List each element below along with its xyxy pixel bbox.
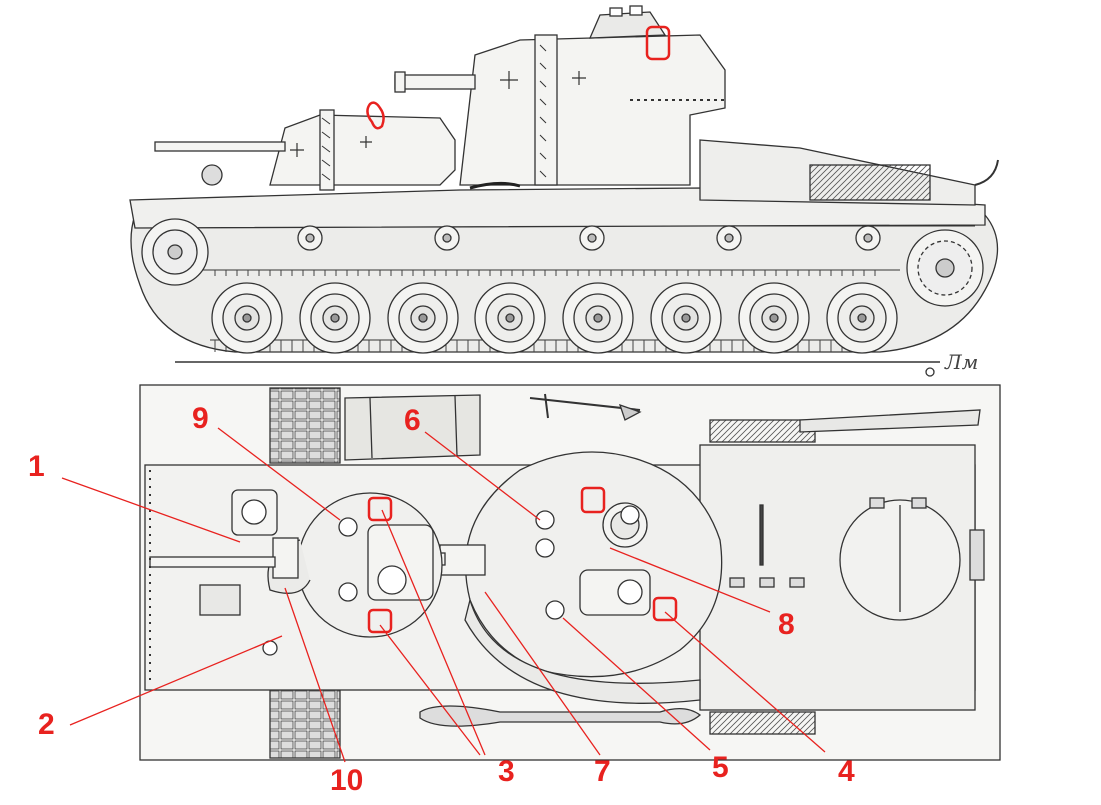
turret-handrail xyxy=(534,34,558,186)
top-view xyxy=(61,25,1001,763)
road-wheel xyxy=(299,282,371,354)
track-top-front xyxy=(269,387,341,464)
headlight xyxy=(201,164,223,186)
tarp-roll xyxy=(344,394,481,461)
return-roller xyxy=(716,225,742,251)
idler-wheel xyxy=(141,218,209,286)
highlight-markers xyxy=(366,25,678,634)
road-wheel xyxy=(474,282,546,354)
road-wheel xyxy=(211,282,283,354)
road-wheel xyxy=(387,282,459,354)
side-view xyxy=(129,5,999,377)
road-wheel xyxy=(738,282,810,354)
drive-sprocket xyxy=(906,229,984,307)
main-gun-barrel xyxy=(394,74,476,90)
callout-3: 3 xyxy=(498,755,515,788)
callout-4: 4 xyxy=(838,755,855,788)
road-wheel xyxy=(826,282,898,354)
callout-leaders xyxy=(61,427,826,763)
engine-grille xyxy=(809,164,931,201)
return-roller xyxy=(579,225,605,251)
return-rollers xyxy=(297,225,881,251)
front-gun-barrel xyxy=(154,141,286,152)
callout-5: 5 xyxy=(712,751,729,784)
return-roller xyxy=(855,225,881,251)
main-turret-top xyxy=(464,451,723,678)
callout-1: 1 xyxy=(28,450,45,483)
front-turret xyxy=(269,114,456,186)
signature-mark xyxy=(925,367,935,377)
callout-7: 7 xyxy=(594,755,611,788)
callout-8: 8 xyxy=(778,608,795,641)
callout-10: 10 xyxy=(330,764,364,797)
road-wheel xyxy=(562,282,634,354)
road-wheels xyxy=(211,282,898,354)
callout-6: 6 xyxy=(404,404,421,437)
callout-9: 9 xyxy=(192,402,209,435)
return-roller xyxy=(297,225,323,251)
track-bottom-front xyxy=(269,689,341,759)
author-signature: Лм xyxy=(945,350,979,374)
periscope xyxy=(609,7,623,17)
road-wheel xyxy=(650,282,722,354)
main-turret xyxy=(459,34,726,186)
main-gun-mantlet xyxy=(439,544,486,576)
front-gun-top xyxy=(149,556,276,568)
callout-2: 2 xyxy=(38,708,55,741)
return-roller xyxy=(434,225,460,251)
main-cupola xyxy=(588,11,667,39)
